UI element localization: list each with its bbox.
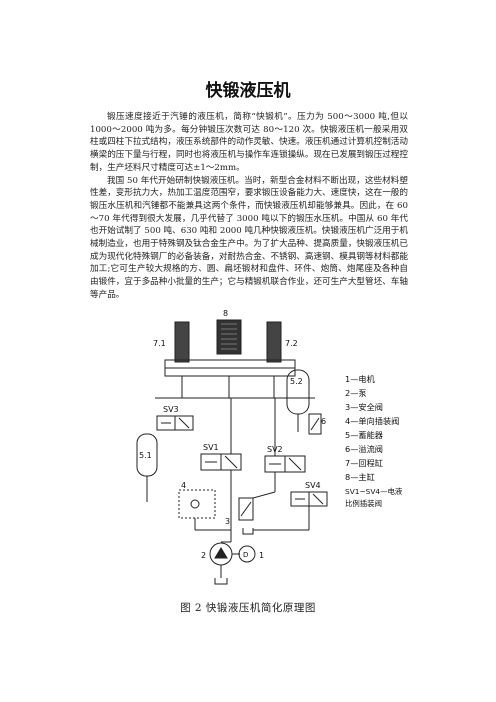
paragraph-2: 我国 50 年代开始研制快锻液压机。当时，新型合金材料不断出现，这些材料塑性差，…: [90, 175, 408, 300]
label-safety: 3: [225, 517, 230, 526]
label-pump: 2: [201, 551, 206, 560]
body-text: 锻压速度接近于汽锤的液压机，简称“快锻机”。压力为 500～3000 吨,但以 …: [90, 111, 408, 302]
legend-item: 4—单向插装阀: [345, 416, 399, 426]
legend-item: 7—回程缸: [345, 458, 383, 468]
label-return-left: 7.1: [153, 339, 166, 348]
relief-valve: [308, 413, 322, 435]
label-motor: 1: [259, 551, 264, 560]
hydraulic-schematic: 8 7.1 7.2 5.2 5.1 SV3 SV1 SV2 SV4 6 3 4 …: [136, 309, 403, 585]
legend-item: 6—溢流阀: [345, 444, 383, 454]
legend: 1—电机 2—泵 3—安全阀 4—单向插装阀 5—蓄能器 6—溢流阀 7—回程缸…: [345, 374, 403, 508]
figure-caption: 图 2 快锻液压机简化原理图: [180, 602, 316, 614]
main-cylinder: [216, 319, 242, 355]
label-sv2: SV2: [267, 445, 283, 454]
safety-valve: [238, 497, 254, 521]
label-sv1: SV1: [203, 443, 219, 452]
label-check: 4: [181, 481, 186, 490]
legend-item: 8—主缸: [345, 472, 375, 482]
paragraph-1: 锻压速度接近于汽锤的液压机，简称“快锻机”。压力为 500～3000 吨,但以 …: [90, 112, 408, 173]
return-cylinder-left: [174, 321, 190, 363]
legend-item: 2—泵: [345, 388, 367, 398]
label-accumulator-left: 5.1: [139, 451, 152, 460]
motor: [238, 545, 256, 563]
label-sv4: SV4: [305, 481, 321, 490]
label-sv3: SV3: [163, 405, 179, 414]
legend-item: 比例插装阀: [345, 499, 382, 508]
legend-item: 1—电机: [345, 374, 376, 384]
check-valve: [190, 499, 200, 509]
legend-item: SV1~SV4—电液: [345, 487, 403, 496]
label-accumulator-right: 5.2: [290, 377, 303, 386]
legend-item: 5—蓄能器: [345, 430, 383, 440]
check-valve-block: [178, 489, 216, 519]
label-motor-symbol: D: [243, 551, 248, 559]
label-relief: 6: [321, 417, 326, 426]
tank: [214, 578, 228, 585]
legend-item: 3—安全阀: [345, 402, 383, 412]
page-title: 快锻液压机: [205, 81, 291, 101]
label-return-right: 7.2: [285, 339, 298, 348]
return-cylinder-right: [266, 321, 282, 363]
label-main-cylinder: 8: [223, 309, 228, 318]
